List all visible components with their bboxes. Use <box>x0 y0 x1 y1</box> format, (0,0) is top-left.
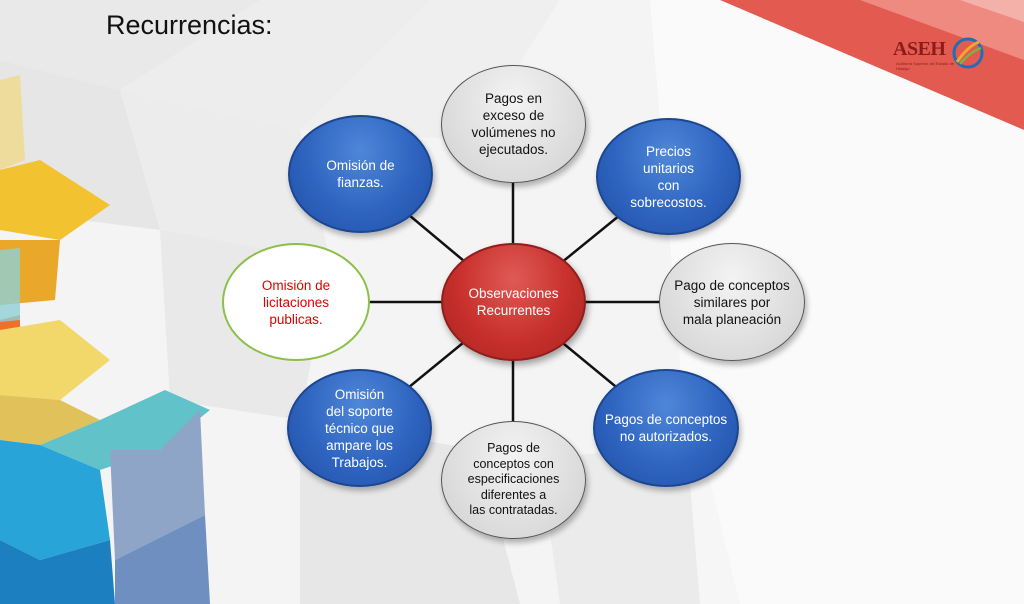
logo-subtitle: Auditoría Superior del Estado de Hidalgo <box>896 61 954 71</box>
node-pagos-exceso: Pagos en exceso de volúmenes no ejecutad… <box>441 65 586 183</box>
node-pago-conceptos-similares: Pago de conceptos similares por mala pla… <box>659 243 805 361</box>
node-precios-unitarios: Precios unitarios con sobrecostos. <box>596 118 741 235</box>
page-title: Recurrencias: <box>106 10 273 40</box>
logo-name: ASEH <box>893 38 946 60</box>
node-omision-fianzas: Omisión de fianzas. <box>288 115 433 233</box>
node-omision-soporte: Omisión del soporte técnico que ampare l… <box>287 369 432 487</box>
node-omision-licitaciones: Omisión de licitaciones publicas. <box>222 243 370 361</box>
aseh-logo: ASEH Auditoría Superior del Estado de Hi… <box>893 36 993 80</box>
node-pagos-especificaciones: Pagos de conceptos con especificaciones … <box>441 421 586 539</box>
node-pagos-no-autorizados: Pagos de conceptos no autorizados. <box>593 369 739 487</box>
logo-emblem-icon <box>952 37 984 69</box>
node-center-observaciones: Observaciones Recurrentes <box>441 243 586 361</box>
